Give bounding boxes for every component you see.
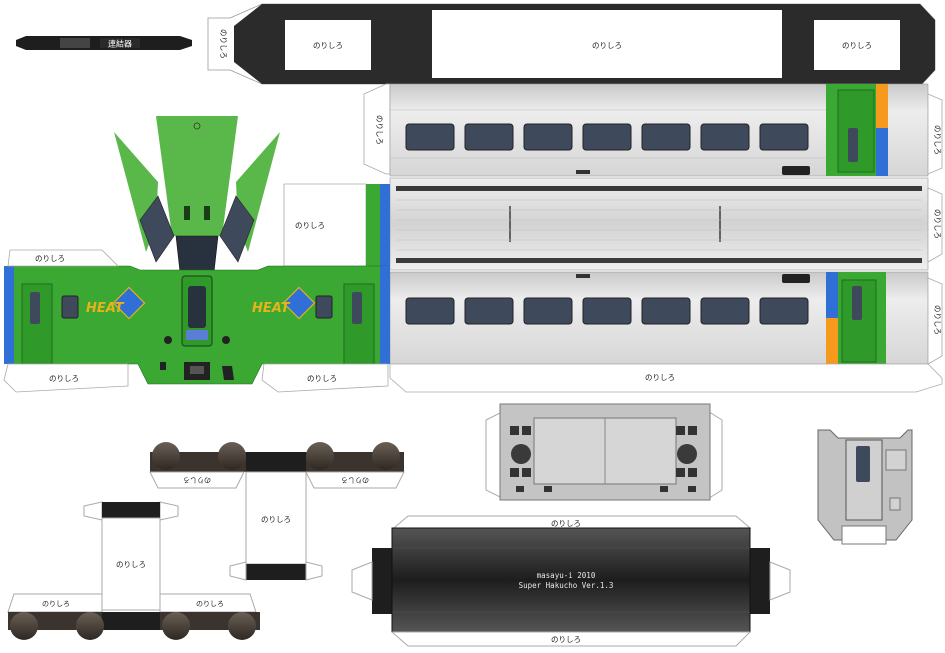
roof-strip-top: のりしろ のりしろ のりしろ のりしろ: [207, 3, 936, 85]
car-body-side-lower: のりしろ のりしろ: [389, 271, 943, 393]
glue-label: のりしろ: [933, 125, 942, 155]
front-glue-tabs: のりしろ のりしろ のりしろ: [3, 249, 389, 393]
upper-door-section: のりしろ: [826, 84, 943, 176]
glue-label: のりしろ: [35, 254, 65, 263]
credit-line-2: Super Hakucho Ver.1.3: [519, 581, 614, 590]
underfloor-part: のりしろ masayu-i 2010 Super Hakucho Ver.1.3…: [351, 515, 791, 647]
glue-label: のりしろ: [551, 635, 581, 644]
bogie-lower: のりしろ のりしろ のりしろ: [7, 501, 260, 640]
rear-face-part: [817, 429, 913, 545]
glue-label: のりしろ: [261, 515, 291, 524]
glue-label: のりしろ: [551, 519, 581, 528]
glue-label: のりしろ: [116, 560, 146, 569]
glue-label: のりしろ: [219, 29, 228, 59]
glue-label: のりしろ: [42, 600, 70, 608]
glue-label: のりしろ: [183, 476, 211, 484]
glue-label: のりしろ: [295, 221, 325, 230]
heat-logo-left: HEAT: [86, 286, 146, 320]
roof-equipment-part: [485, 403, 723, 501]
heat-logo-right: HEAT: [252, 286, 316, 320]
glue-label: のりしろ: [196, 600, 224, 608]
glue-label: のりしろ: [842, 41, 872, 50]
bogie-upper: のりしろ のりしろ のりしろ: [149, 442, 405, 581]
glue-label: のりしろ: [933, 209, 942, 239]
glue-label: のりしろ: [933, 305, 942, 335]
glue-label: のりしろ: [375, 115, 384, 145]
upper-windows: [405, 123, 810, 175]
front-face-panel: HEAT HEAT: [4, 265, 390, 385]
coupler-part: 連結器: [16, 36, 192, 50]
glue-label: のりしろ: [307, 374, 337, 383]
coupler-label: 連結器: [108, 39, 132, 49]
glue-label: のりしろ: [645, 373, 675, 382]
car-roof-panel: のりしろ: [389, 177, 943, 271]
credit-line-1: masayu-i 2010: [537, 571, 596, 580]
glue-label: のりしろ: [592, 41, 622, 50]
glue-label: のりしろ: [341, 476, 369, 484]
heat-logo: HEAT: [86, 301, 125, 316]
glue-label: のりしろ: [313, 41, 343, 50]
nose-assembly: のりしろ: [114, 116, 390, 273]
glue-label: のりしろ: [49, 374, 79, 383]
heat-logo: HEAT: [252, 301, 291, 316]
